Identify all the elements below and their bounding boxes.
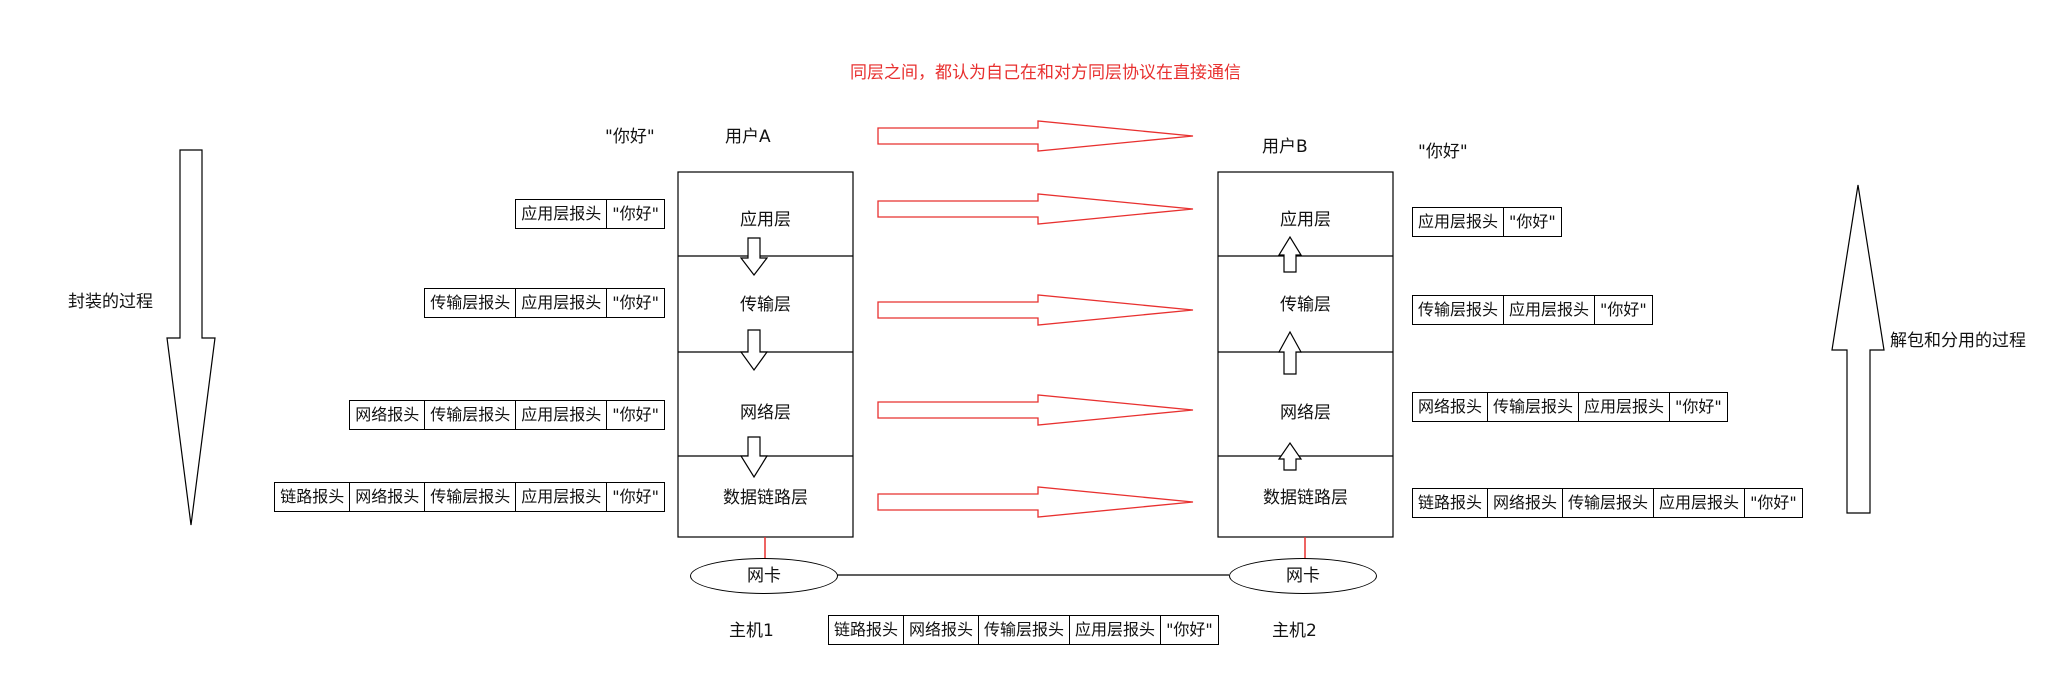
packet-cell: 应用层报头 [515, 288, 607, 318]
packet-cell: 网络报头 [1487, 488, 1563, 518]
packet-cell: 链路报头 [1412, 488, 1488, 518]
packet-cell: "你好" [1503, 207, 1562, 237]
diagram-title: 同层之间，都认为自己在和对方同层协议在直接通信 [850, 63, 1241, 83]
peer-arrow-transport [877, 294, 1194, 326]
peer-arrow-user [877, 120, 1194, 152]
packet-cell: 传输层报头 [1412, 295, 1504, 325]
packet-cell: 应用层报头 [1069, 615, 1161, 645]
hostB-stack [1217, 171, 1394, 538]
packet-cell: 应用层报头 [1653, 488, 1745, 518]
packet-cell: 传输层报头 [424, 288, 516, 318]
packet-cell: "你好" [606, 400, 665, 430]
hostA-layer-network: 网络层 [740, 403, 791, 423]
packet-cell: 网络报头 [349, 482, 425, 512]
down-arrow-2 [739, 329, 769, 372]
encapsulation-arrow [166, 149, 216, 526]
hostA-layer-datalink: 数据链路层 [723, 488, 808, 508]
hostA-packet-network: 网络报头 传输层报头 应用层报头 "你好" [349, 400, 665, 430]
packet-cell: 应用层报头 [1412, 207, 1504, 237]
hostA-down-arrows [739, 237, 769, 479]
hostB-packet-network: 网络报头 传输层报头 应用层报头 "你好" [1412, 392, 1728, 422]
hostB-host-label: 主机2 [1272, 621, 1317, 641]
hostA-message: "你好" [605, 127, 655, 147]
peer-arrow-network [877, 394, 1194, 426]
hostB-layer-datalink: 数据链路层 [1263, 488, 1348, 508]
hostB-message: "你好" [1418, 142, 1468, 162]
hostB-packet-datalink: 链路报头 网络报头 传输层报头 应用层报头 "你好" [1412, 488, 1803, 518]
packet-cell: "你好" [606, 288, 665, 318]
wire-packet: 链路报头 网络报头 传输层报头 应用层报头 "你好" [828, 615, 1219, 645]
hostA-layer-transport: 传输层 [740, 295, 791, 315]
packet-cell: 传输层报头 [424, 400, 516, 430]
peer-arrows [877, 120, 1194, 518]
packet-cell: 传输层报头 [1487, 392, 1579, 422]
packet-cell: 应用层报头 [515, 400, 607, 430]
packet-cell: 链路报头 [828, 615, 904, 645]
packet-cell: 网络报头 [903, 615, 979, 645]
packet-cell: 应用层报头 [1578, 392, 1670, 422]
down-arrow-3 [739, 436, 769, 479]
up-arrow-2 [1277, 330, 1303, 375]
peer-arrow-application [877, 193, 1194, 225]
packet-cell: 链路报头 [274, 482, 350, 512]
hostB-packet-application: 应用层报头 "你好" [1412, 207, 1562, 237]
packet-cell: 传输层报头 [1562, 488, 1654, 518]
hostB-packet-transport: 传输层报头 应用层报头 "你好" [1412, 295, 1653, 325]
hostB-layer-transport: 传输层 [1280, 295, 1331, 315]
packet-cell: "你好" [606, 482, 665, 512]
packet-cell: "你好" [1744, 488, 1803, 518]
packet-cell: 传输层报头 [424, 482, 516, 512]
hostB-user: 用户B [1262, 137, 1308, 157]
encapsulation-label: 封装的过程 [68, 292, 153, 312]
peer-arrow-link [877, 486, 1194, 518]
hostA-packet-application: 应用层报头 "你好" [515, 199, 665, 229]
hostA-user: 用户A [725, 127, 771, 147]
packet-cell: "你好" [1160, 615, 1219, 645]
packet-cell: "你好" [1594, 295, 1653, 325]
hostA-layer-application: 应用层 [740, 210, 791, 230]
packet-cell: 传输层报头 [978, 615, 1070, 645]
hostB-layer-application: 应用层 [1280, 210, 1331, 230]
packet-cell: 应用层报头 [1503, 295, 1595, 325]
hostB-layer-network: 网络层 [1280, 403, 1331, 423]
hostA-packet-datalink: 链路报头 网络报头 传输层报头 应用层报头 "你好" [274, 482, 665, 512]
decapsulation-label: 解包和分用的过程 [1890, 331, 2026, 351]
packet-cell: "你好" [606, 199, 665, 229]
packet-cell: 应用层报头 [515, 199, 607, 229]
up-arrow-3 [1277, 441, 1303, 471]
up-arrow-1 [1277, 235, 1303, 273]
hostB-nic: 网卡 [1229, 558, 1377, 594]
hostA-packet-transport: 传输层报头 应用层报头 "你好" [424, 288, 665, 318]
decapsulation-arrow [1831, 184, 1885, 514]
packet-cell: "你好" [1669, 392, 1728, 422]
hostA-host-label: 主机1 [729, 621, 774, 641]
hostA-nic: 网卡 [690, 558, 838, 594]
packet-cell: 网络报头 [349, 400, 425, 430]
hostB-up-arrows [1277, 235, 1303, 471]
down-arrow-1 [739, 237, 769, 276]
packet-cell: 网络报头 [1412, 392, 1488, 422]
packet-cell: 应用层报头 [515, 482, 607, 512]
